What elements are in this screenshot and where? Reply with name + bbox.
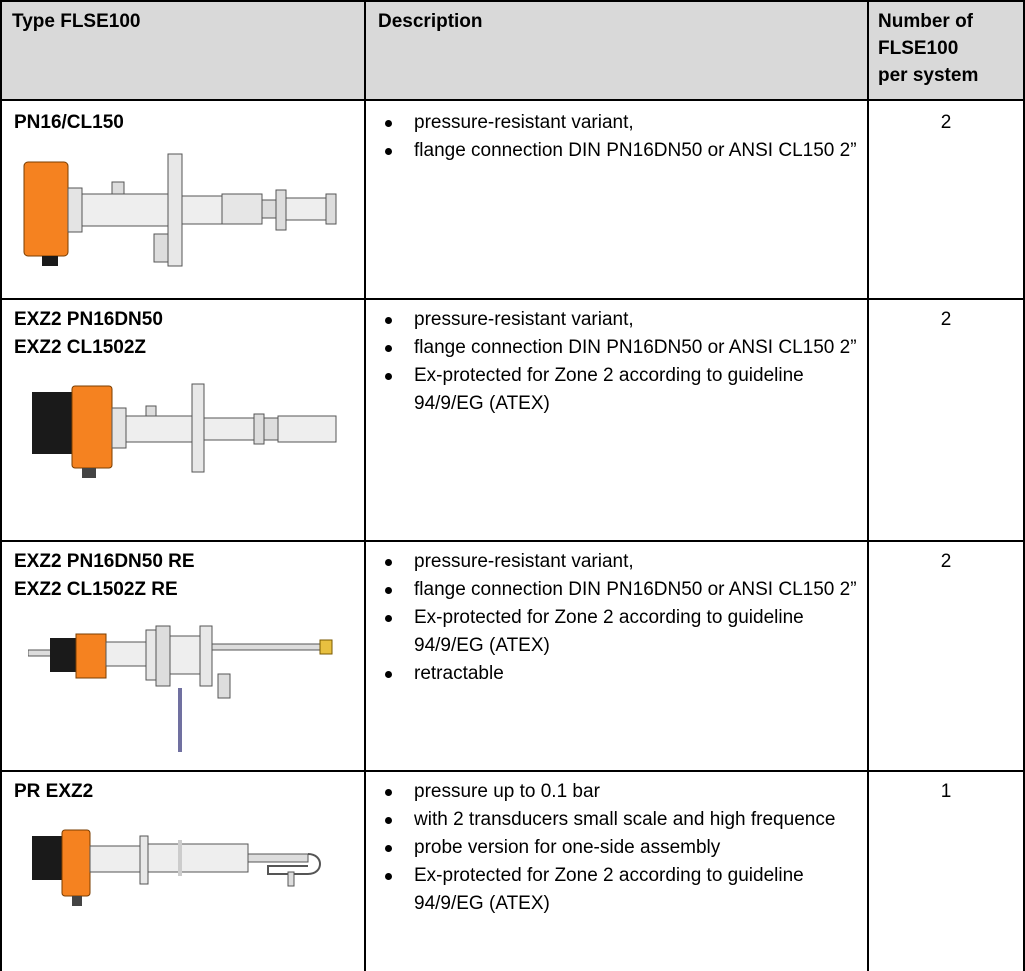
column-header-type: Type FLSE100 — [12, 11, 141, 32]
description-item: pressure up to 0.1 bar — [378, 778, 858, 806]
row-divider — [0, 540, 1025, 542]
column-header-description: Description — [378, 11, 483, 32]
column-header-count-line: per system — [878, 65, 979, 86]
row-count: 2 — [940, 309, 952, 330]
description-item: Ex-protected for Zone 2 according to gui… — [378, 604, 858, 660]
row-divider — [0, 298, 1025, 300]
type-line: EXZ2 PN16DN50 — [14, 309, 163, 330]
probe-image-icon — [32, 383, 337, 478]
description-item: pressure-resistant variant, — [378, 306, 858, 334]
description-item: retractable — [378, 660, 858, 688]
description-item: pressure-resistant variant, — [378, 548, 858, 576]
row-divider — [0, 770, 1025, 772]
row-count: 1 — [940, 781, 952, 802]
probe-image-icon — [28, 625, 333, 752]
row-description-list: pressure-resistant variant, flange conne… — [378, 548, 858, 688]
type-line: PR EXZ2 — [14, 781, 94, 802]
row-count: 2 — [940, 112, 952, 133]
column-header-count-line: Number of — [878, 11, 973, 32]
row-type-label: PR EXZ2 — [14, 778, 93, 806]
description-item: flange connection DIN PN16DN50 or ANSI C… — [378, 334, 858, 362]
table-border-top — [0, 0, 1025, 2]
type-line: EXZ2 PN16DN50 RE — [14, 551, 195, 572]
row-description-list: pressure-resistant variant, flange conne… — [378, 109, 858, 165]
column-header-count: Number of FLSE100 per system — [878, 8, 978, 89]
description-item: Ex-protected for Zone 2 according to gui… — [378, 862, 858, 918]
table-header-divider — [0, 99, 1025, 101]
description-item: with 2 transducers small scale and high … — [378, 806, 858, 834]
type-line: PN16/CL150 — [14, 112, 124, 133]
row-description-list: pressure-resistant variant, flange conne… — [378, 306, 858, 418]
column-header-count-line: FLSE100 — [878, 38, 959, 59]
row-count: 2 — [940, 551, 952, 572]
type-line: EXZ2 CL1502Z — [14, 337, 146, 358]
description-item: probe version for one-side assembly — [378, 834, 858, 862]
description-item: flange connection DIN PN16DN50 or ANSI C… — [378, 137, 858, 165]
table-header-background — [0, 0, 1025, 100]
column-divider — [867, 0, 869, 971]
row-type-label: EXZ2 PN16DN50 RE EXZ2 CL1502Z RE — [14, 548, 195, 604]
table-border-right — [1023, 0, 1025, 971]
description-item: flange connection DIN PN16DN50 or ANSI C… — [378, 576, 858, 604]
description-item: pressure-resistant variant, — [378, 109, 858, 137]
column-divider — [364, 0, 366, 971]
description-item: Ex-protected for Zone 2 according to gui… — [378, 362, 858, 418]
row-description-list: pressure up to 0.1 bar with 2 transducer… — [378, 778, 858, 918]
probe-image-icon — [32, 829, 321, 906]
table-border-left — [0, 0, 2, 971]
row-type-label: EXZ2 PN16DN50 EXZ2 CL1502Z — [14, 306, 163, 362]
probe-image-icon — [23, 153, 337, 267]
row-type-label: PN16/CL150 — [14, 109, 124, 137]
type-line: EXZ2 CL1502Z RE — [14, 579, 178, 600]
